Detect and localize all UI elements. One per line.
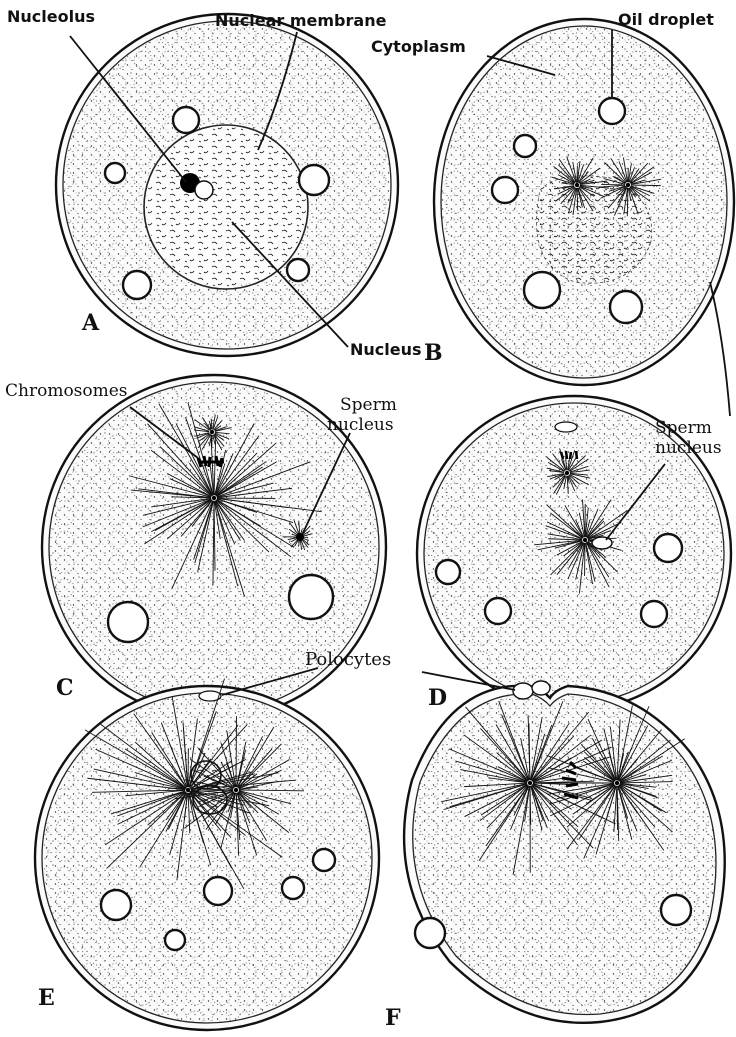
oil-droplet <box>123 271 151 299</box>
oil-droplet <box>514 135 536 157</box>
panel-letter-e: E <box>38 985 55 1011</box>
pronucleus-e-lower <box>193 786 227 814</box>
aster-fiber <box>211 419 212 429</box>
label-nucleus: Nucleus <box>350 340 422 359</box>
label-sperm-nucleus-d-2: nucleus <box>655 438 722 458</box>
panel-letter-f: F <box>385 1005 401 1031</box>
oil-droplet <box>105 163 125 183</box>
label-nucleolus: Nucleolus <box>7 7 95 26</box>
centrosome <box>528 781 532 785</box>
centrosome <box>583 538 587 542</box>
centrosome <box>212 496 216 500</box>
label-polocytes: Polocytes <box>305 649 391 670</box>
nucleolus-vacuole-a <box>195 181 213 199</box>
oil-droplet <box>610 291 642 323</box>
oil-droplet <box>654 534 682 562</box>
oil-droplet <box>165 930 185 950</box>
label-nuclear-membrane: Nuclear membrane <box>215 11 387 30</box>
label-chromosomes: Chromosomes <box>5 381 128 401</box>
oil-droplet <box>415 918 445 948</box>
oil-droplet <box>313 849 335 871</box>
label-sperm-nucleus-c-2: nucleus <box>327 415 394 435</box>
panel-letter-a: A <box>81 310 100 336</box>
polocyte-f-right <box>532 681 550 695</box>
centrosome <box>234 788 238 792</box>
label-sperm-nucleus-d-1: Sperm <box>655 418 712 438</box>
panel-b: B <box>424 19 734 385</box>
polocyte-f-left <box>513 683 533 699</box>
panel-letter-b: B <box>424 340 443 366</box>
pronucleus-e-upper <box>191 761 221 789</box>
oil-droplet <box>492 177 518 203</box>
oil-droplet <box>524 272 560 308</box>
oil-droplet <box>289 575 333 619</box>
oil-droplet <box>661 895 691 925</box>
panel-letter-c: C <box>56 675 74 701</box>
aster-fiber <box>627 188 628 216</box>
oil-droplet <box>101 890 131 920</box>
oil-droplet <box>485 598 511 624</box>
sperm-nucleus-d <box>592 537 612 549</box>
label-cytoplasm: Cytoplasm <box>371 37 466 56</box>
oil-droplet <box>204 877 232 905</box>
oil-droplet <box>299 165 329 195</box>
aster-fiber <box>631 185 661 186</box>
oil-droplet <box>173 107 199 133</box>
label-sperm-nucleus-c-1: Sperm <box>340 395 397 415</box>
oil-droplet <box>287 259 309 281</box>
nucleus-a-contents <box>146 127 306 287</box>
oil-droplet <box>599 98 625 124</box>
oil-droplet <box>108 602 148 642</box>
oil-droplet <box>282 877 304 899</box>
leader-sperm-nucleus-b <box>710 282 730 416</box>
label-oil-droplet: Oil droplet <box>618 10 714 29</box>
panel-a: A <box>56 14 398 356</box>
aster-fiber <box>577 188 578 211</box>
centrosome <box>565 471 569 475</box>
panel-e: E <box>35 679 379 1030</box>
polocyte-d <box>555 422 577 432</box>
centrosome <box>615 781 619 785</box>
oil-droplet <box>641 601 667 627</box>
panel-letter-d: D <box>428 685 447 711</box>
centrosome <box>626 183 630 187</box>
oil-droplet <box>436 560 460 584</box>
centrosome <box>575 183 579 187</box>
panel-f: F <box>385 681 725 1031</box>
